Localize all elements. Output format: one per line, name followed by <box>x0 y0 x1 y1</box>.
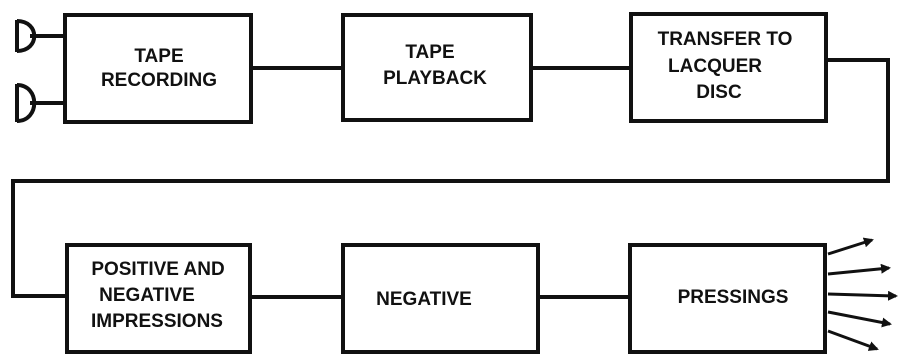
output-arrow <box>827 310 892 328</box>
impressions-label-line1: POSITIVE AND <box>91 259 224 280</box>
output-arrows-icon <box>827 237 898 351</box>
transfer-label-line3: DISC <box>696 82 742 103</box>
positive-and-negative-impressions-box: POSITIVE AND NEGATIVE IMPRESSIONS <box>65 243 252 354</box>
impressions-label-line2: NEGATIVE <box>99 285 195 306</box>
transfer-to-lacquer-disc-box: TRANSFER TO LACQUER DISC <box>629 12 828 123</box>
output-arrow <box>827 329 879 351</box>
tape-recording-label-line1: TAPE <box>134 46 183 67</box>
tape-recording-label-line2: RECORDING <box>101 70 217 91</box>
tape-playback-label-line2: PLAYBACK <box>383 68 487 89</box>
tape-recording-box: TAPE RECORDING <box>63 13 253 124</box>
tape-playback-box: TAPE PLAYBACK <box>341 13 533 122</box>
negative-label: NEGATIVE <box>376 289 472 310</box>
transfer-label-line2: LACQUER <box>668 56 762 77</box>
output-arrow <box>827 237 874 256</box>
connector-transfer-to-impressions <box>11 58 890 298</box>
pressings-box: PRESSINGS <box>628 243 827 354</box>
transfer-label-line1: TRANSFER TO <box>658 29 793 50</box>
tape-playback-label-line1: TAPE <box>405 42 454 63</box>
output-arrow <box>827 263 891 276</box>
negative-box: NEGATIVE <box>341 243 540 354</box>
output-arrow <box>827 290 898 301</box>
impressions-label-line3: IMPRESSIONS <box>91 311 223 332</box>
pressings-label: PRESSINGS <box>678 287 789 308</box>
